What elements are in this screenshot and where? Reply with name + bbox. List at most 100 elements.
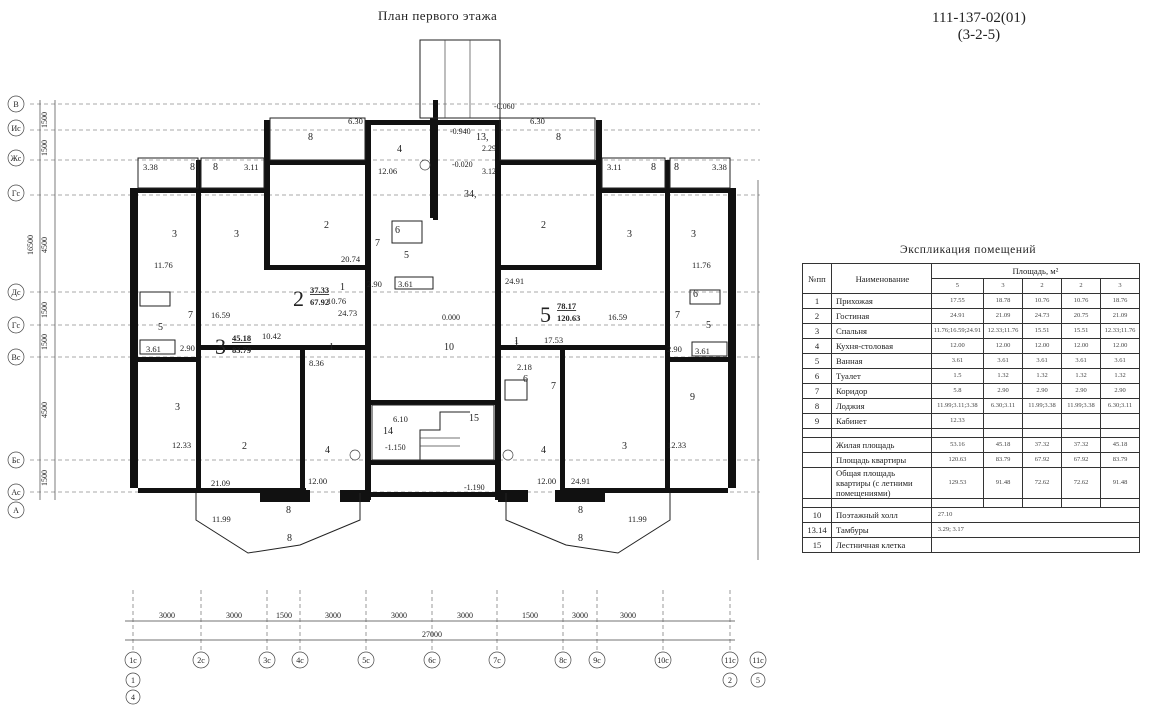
room-area: 3.38 xyxy=(712,162,727,172)
area-value: 3.61 xyxy=(1061,353,1101,369)
axis-sub-label: 5 xyxy=(756,676,760,685)
empty-cell xyxy=(802,498,832,508)
room-number: 5 xyxy=(404,250,409,261)
room-name: Ванная xyxy=(831,353,932,369)
row-number: 3 xyxy=(802,323,832,339)
room-number: 8 xyxy=(556,132,561,143)
axis-col-label: 2с xyxy=(197,656,205,665)
dim-text: 4500 xyxy=(40,402,49,418)
apartment-labels: 2 37.33 67.92 3 45.18 83.79 5 78.17 120.… xyxy=(215,285,580,359)
dim-text: 1500 xyxy=(522,611,538,620)
axis-row-label: В xyxy=(13,100,18,109)
room-area: 12.33 xyxy=(172,440,191,450)
area-value: 20.75 xyxy=(1061,308,1101,324)
area-value: 45.18 xyxy=(983,437,1023,453)
loggias xyxy=(137,39,731,554)
dim-text: 1500 xyxy=(40,140,49,156)
area-value xyxy=(1100,413,1140,429)
room-number: 34, xyxy=(464,189,477,200)
series-line-1: 111-137-02(01) xyxy=(932,10,1026,26)
room-number: 4 xyxy=(397,144,402,155)
area-value: 1.5 xyxy=(930,368,985,384)
apartment-total-area: 83.79 xyxy=(232,345,251,355)
area-value: 67.92 xyxy=(1022,452,1062,468)
axis-sub-label: 4 xyxy=(131,693,135,702)
room-number: 10 xyxy=(444,342,454,353)
area-value: 18.76 xyxy=(1100,293,1140,309)
room-name: Поэтажный холл xyxy=(831,507,932,523)
area-value: 91.48 xyxy=(1100,467,1140,499)
vertical-grid-lines xyxy=(132,590,731,650)
area-value: 2.90 xyxy=(1100,383,1140,399)
room-area: 3.38 xyxy=(143,162,158,172)
apartment-number: 2 xyxy=(293,286,304,311)
area-value: 1.32 xyxy=(1100,368,1140,384)
area-value: 12.33;11.76 xyxy=(983,323,1023,339)
room-number: 13, xyxy=(476,132,489,143)
room-area: 24.73 xyxy=(338,308,357,318)
dim-text: 3000 xyxy=(572,611,588,620)
room-number: 5 xyxy=(706,320,711,331)
room-number: 15 xyxy=(469,413,479,424)
room-area: 16.59 xyxy=(608,312,627,322)
room-area: 10.76 xyxy=(327,296,346,306)
dimension-lines xyxy=(30,100,760,641)
area-value: 21.09 xyxy=(983,308,1023,324)
axis-row-label: А xyxy=(13,506,19,515)
room-name: Кухня-столовая xyxy=(831,338,932,354)
room-name: Кабинет xyxy=(831,413,932,429)
axis-col-label: 6с xyxy=(428,656,436,665)
row-number: 13.14 xyxy=(802,522,832,538)
axis-col-label: 3с xyxy=(263,656,271,665)
empty-cell xyxy=(983,498,1023,508)
area-value: 18.78 xyxy=(983,293,1023,309)
row-number: 2 xyxy=(802,308,832,324)
area-value: 12.00 xyxy=(1100,338,1140,354)
room-number: 2 xyxy=(324,220,329,231)
room-area: 17.53 xyxy=(544,335,563,345)
room-name: Прихожая xyxy=(831,293,932,309)
area-value: 6.30;3.11 xyxy=(983,398,1023,414)
room-area: 24.91 xyxy=(571,476,590,486)
axis-col-label: 1с xyxy=(129,656,137,665)
room-count: 5 xyxy=(930,278,985,294)
area-value: 11.99;3.38 xyxy=(1061,398,1101,414)
axis-col-label: 7с xyxy=(493,656,501,665)
room-area: 10.42 xyxy=(262,331,281,341)
dim-text: 16500 xyxy=(26,235,35,255)
room-number: 3 xyxy=(627,229,632,240)
apartment-number: 5 xyxy=(540,302,551,327)
level-mark: -1.190 xyxy=(464,483,485,492)
col-header-name: Наименование xyxy=(831,263,932,294)
level-mark: 3.12 xyxy=(482,167,496,176)
room-number: 7 xyxy=(375,238,380,249)
room-area: 11.99 xyxy=(628,514,647,524)
level-mark: 0.000 xyxy=(442,313,460,322)
row-number xyxy=(802,437,832,453)
room-area: 21.09 xyxy=(211,478,230,488)
room-area: 2.90 xyxy=(180,343,195,353)
area-value: 2.90 xyxy=(1061,383,1101,399)
sanitary-fixtures xyxy=(139,159,728,461)
col-header-area: Площадь, м² xyxy=(930,263,1141,279)
series-line-2: (3-2-5) xyxy=(957,27,1001,43)
series-code: 111-137-02(01) (3-2-5) xyxy=(932,10,1026,44)
room-number: 8 xyxy=(578,533,583,544)
area-value: 3.61 xyxy=(1022,353,1062,369)
apartment-living-area: 45.18 xyxy=(232,333,251,343)
area-value: 21.09 xyxy=(1100,308,1140,324)
dim-text: 4500 xyxy=(40,237,49,253)
axis-col-label: 4с xyxy=(296,656,304,665)
area-value: 24.73 xyxy=(1022,308,1062,324)
dim-text: 3000 xyxy=(159,611,175,620)
row-number: 9 xyxy=(802,413,832,429)
empty-cell xyxy=(1022,498,1062,508)
